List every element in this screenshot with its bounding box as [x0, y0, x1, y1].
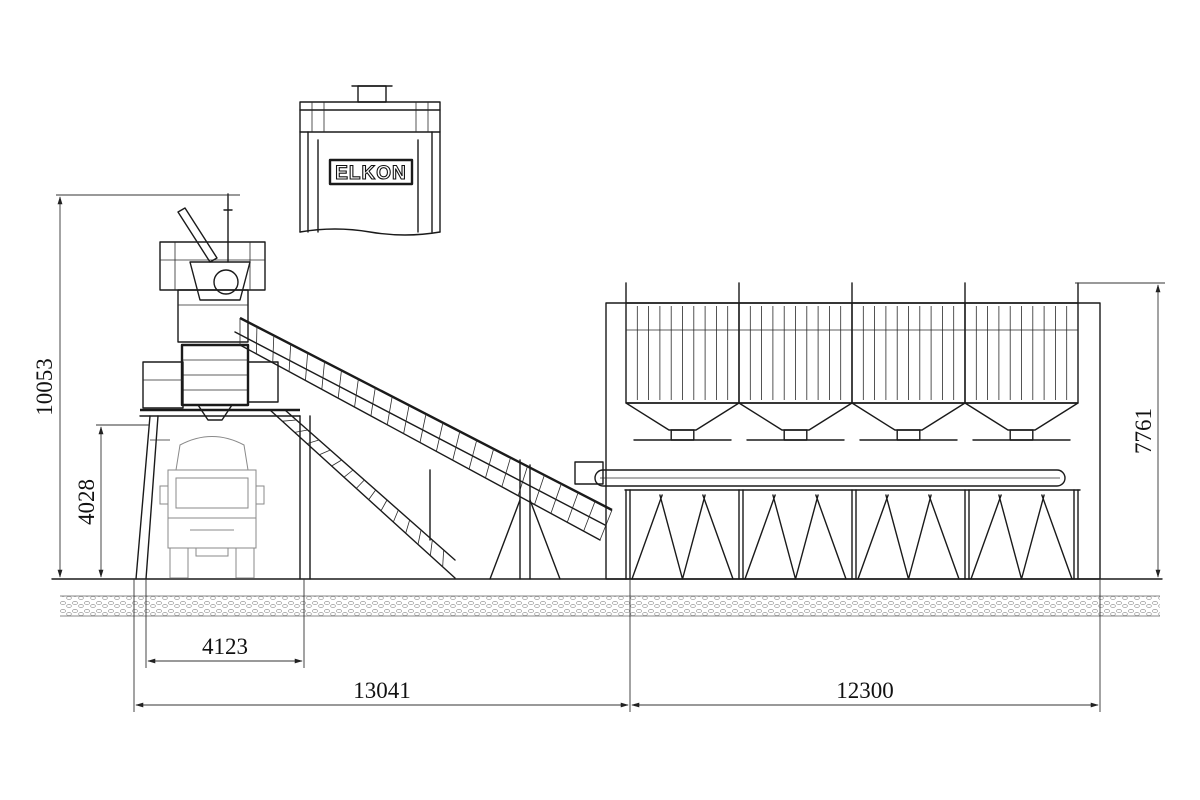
- aggregate-bin: [625, 282, 740, 580]
- bin-brace: [659, 494, 706, 580]
- conveyor-frame-rung: [583, 501, 596, 532]
- dim-truck-clearance-height: 4028: [74, 479, 99, 525]
- mixer-tower: [135, 193, 311, 580]
- conveyor-frame-rung: [452, 431, 461, 461]
- dim-silo-section-height: 7761: [1131, 408, 1156, 454]
- conveyor-frame-rung: [534, 474, 545, 505]
- bin-gate: [783, 429, 808, 441]
- dim-mixer-section-length: 13041: [353, 678, 411, 703]
- stair-step: [417, 529, 422, 545]
- stair-step: [380, 499, 388, 511]
- conveyor-frame-rung: [370, 387, 376, 416]
- conveyor-frame-rung: [485, 448, 495, 479]
- conveyor-frame-rung: [468, 440, 478, 470]
- conveyor-frame-rung: [272, 335, 275, 363]
- bin-brace: [772, 494, 819, 580]
- conveyor-frame-rung: [354, 379, 359, 408]
- conveyor-frame-rung: [305, 352, 309, 381]
- ground: [51, 578, 1163, 617]
- bin-hopper: [738, 402, 853, 431]
- truck-mixer: [159, 436, 265, 579]
- stair-step: [294, 429, 308, 433]
- bin-hopper: [625, 402, 740, 431]
- aggregate-bin: [851, 282, 966, 580]
- stair-step: [319, 449, 331, 456]
- stair-step: [343, 469, 354, 478]
- bin-gate: [896, 429, 921, 441]
- bin-gate: [1009, 429, 1034, 441]
- bin-hopper: [851, 402, 966, 431]
- bin-brace: [744, 494, 847, 580]
- bin-brace: [885, 494, 932, 580]
- bin-brace: [970, 494, 1073, 580]
- aggregate-bins: [594, 282, 1101, 580]
- conveyor-frame-rung: [337, 370, 342, 399]
- dim-total-height: 10053: [32, 358, 57, 416]
- stair-step: [442, 549, 445, 567]
- bin-hopper: [964, 402, 1079, 431]
- bin-brace: [857, 494, 960, 580]
- stair-step: [306, 439, 320, 444]
- stair-step: [405, 519, 411, 534]
- brand-logo: ELKON: [335, 163, 407, 184]
- conveyor-frame-rung: [321, 361, 325, 390]
- aggregate-bin: [738, 282, 853, 580]
- inclined-belt-conveyor: [234, 316, 613, 580]
- conveyor-frame-rung: [255, 326, 258, 354]
- conveyor-frame-rung: [566, 492, 579, 523]
- conveyor-frame-rung: [403, 405, 410, 434]
- dimension-lines: 10053 4028 7761 4123 13041 12300: [32, 194, 1165, 712]
- bin-brace: [631, 494, 734, 580]
- tower-detail-view: ELKON: [299, 85, 441, 236]
- stair-step: [356, 479, 365, 489]
- stair-step: [429, 539, 433, 556]
- aggregate-bin: [964, 282, 1079, 580]
- stair-step: [392, 509, 399, 523]
- conveyor-frame-rung: [288, 344, 292, 372]
- stair-step: [368, 489, 376, 500]
- conveyor-frame-rung: [501, 457, 511, 487]
- dim-truck-passage-width: 4123: [202, 634, 248, 659]
- conveyor-frame-rung: [435, 422, 444, 452]
- conveyor-frame-rung: [550, 483, 562, 514]
- conveyor-frame-rung: [386, 396, 393, 425]
- stair-step: [331, 459, 342, 467]
- bin-gate: [670, 429, 695, 441]
- conveyor-frame-rung: [419, 413, 427, 443]
- dim-aggregate-section-length: 12300: [836, 678, 894, 703]
- bin-brace: [998, 494, 1045, 580]
- stair-step: [282, 419, 297, 422]
